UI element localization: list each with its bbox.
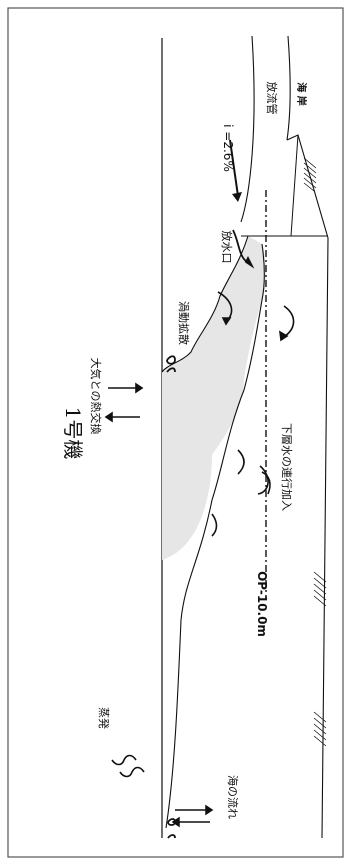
label-sea-current: 海の流れ xyxy=(226,775,240,819)
outlet-flow-arrow xyxy=(232,229,255,269)
label-evaporation: 蒸発 xyxy=(97,707,111,729)
label-eddy-diffusion: 渦動拡散 xyxy=(177,301,191,345)
plume-upper-boundary xyxy=(161,235,249,373)
eddy-arrows xyxy=(211,291,295,537)
label-lower-layer-entrainment: 下層水の連行加入 xyxy=(280,423,294,511)
seabed-hatching xyxy=(303,157,327,747)
gradient-arrow xyxy=(229,139,242,202)
outfall-pipe-wall-left xyxy=(240,35,255,223)
outfall-pipe-wall-right xyxy=(286,35,291,141)
label-heat-exchange: 大気との熱交換 xyxy=(89,358,103,435)
figure-border xyxy=(7,7,344,858)
label-outfall-pipe: 放流管 xyxy=(265,82,279,115)
label-outlet: 放水口 xyxy=(220,231,234,264)
label-gradient: i =2.6% xyxy=(221,124,235,172)
sea-current-arrows xyxy=(171,804,214,828)
label-seawall: 海 岸 xyxy=(295,82,308,105)
warm-water-plume xyxy=(162,236,267,832)
diagram-title: 1号機 xyxy=(61,407,85,460)
plume-boundary xyxy=(165,243,265,829)
seabed-line xyxy=(286,134,329,839)
pipe-bottom-edge xyxy=(290,134,299,237)
evaporation-wavy-arrows xyxy=(111,754,145,778)
label-depth-reference: OP-10.0m xyxy=(255,571,269,637)
heat-exchange-arrows xyxy=(104,382,144,423)
